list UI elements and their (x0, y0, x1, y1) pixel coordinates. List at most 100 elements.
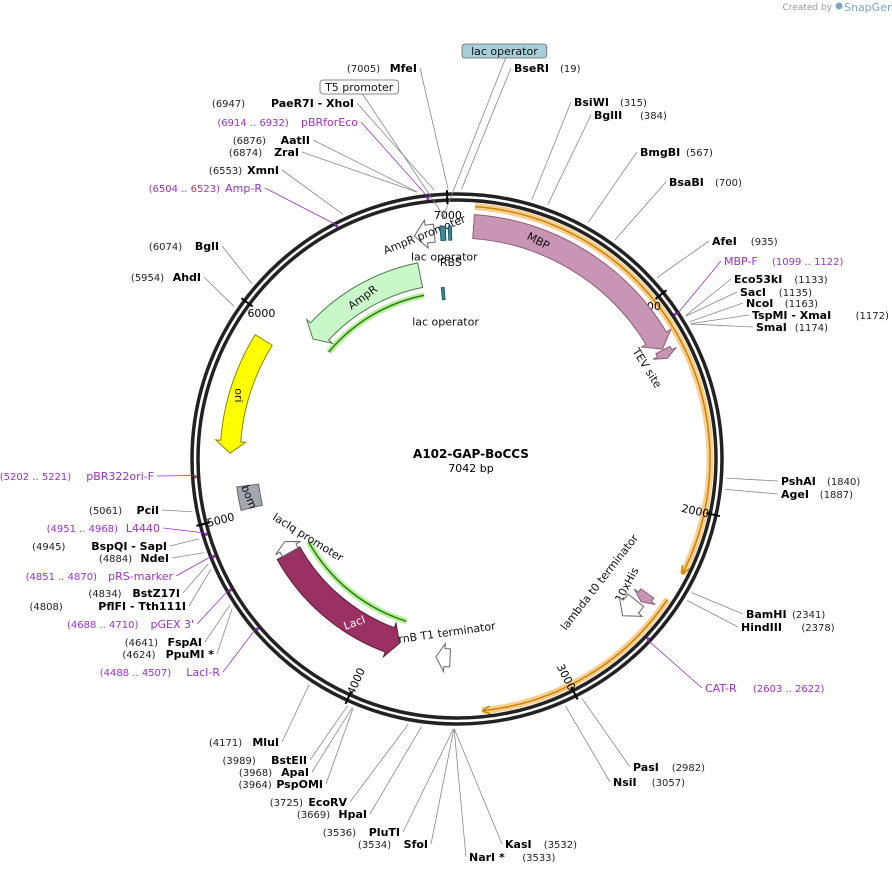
enzyme-site-left-17[interactable]: PspOMI(3964) (239, 778, 323, 791)
feature-his[interactable] (633, 588, 656, 606)
primer-leader-2 (360, 121, 430, 199)
enzyme-site-right-4[interactable]: BsaBI(700) (669, 176, 742, 189)
enzyme-site-right-7[interactable]: SacI(1135) (740, 286, 812, 299)
primer-name: LacI-R (186, 666, 220, 679)
feature-laciq[interactable] (275, 541, 301, 558)
enzyme-site-left-19[interactable]: HpaI(3669) (297, 808, 367, 821)
enzyme-site-left-11[interactable]: PflFI - Tth111I(4808) (30, 600, 186, 613)
enzyme-site-left-2[interactable]: AatII(6876) (233, 134, 310, 147)
feature-laci[interactable] (276, 546, 401, 659)
primer-7[interactable]: pGEX 3'(4688 .. 4710) (67, 618, 194, 631)
enzyme-site-left-12[interactable]: FspAI(4641) (125, 636, 202, 649)
enzyme-site-left-6[interactable]: AhdI(5954) (131, 271, 201, 284)
boxed-label-bg-1 (319, 79, 399, 95)
enzyme-site-right-1[interactable]: BsiWI(315) (574, 96, 647, 109)
enzyme-site-left-20[interactable]: PluTI(3536) (323, 826, 400, 839)
enzyme-site-right-16[interactable]: NsiI(3057) (613, 776, 685, 789)
enzyme-site-right-18[interactable]: NarI *(3533) (469, 851, 556, 864)
enzyme-site-right-6[interactable]: Eco53kI(1133) (734, 273, 828, 286)
feature-label-lacop1: lac operator (411, 250, 478, 263)
enzyme-name: EcoRV (308, 796, 347, 809)
primer-name: Amp-R (225, 182, 262, 195)
enzyme-site-left-10[interactable]: BstZ17I(4834) (88, 587, 180, 600)
enzyme-site-left-14[interactable]: MluI(4171) (209, 736, 279, 749)
primer-3[interactable]: Amp-R(6504 .. 6523) (149, 182, 263, 195)
enzyme-site-left-4[interactable]: XmnI(6553) (209, 164, 279, 177)
boxed-label-0[interactable]: lac operator (471, 45, 538, 58)
feature-lambda[interactable] (618, 593, 645, 617)
plasmid-name: A102-GAP-BoCCS (413, 447, 529, 461)
enzyme-position: (315) (620, 98, 647, 109)
enzyme-leader-right-6 (685, 278, 732, 316)
enzyme-site-left-3[interactable]: ZraI(6874) (229, 146, 299, 159)
enzyme-site-left-21[interactable]: SfoI(3534) (358, 838, 428, 851)
feature-label-ori: ori (232, 388, 245, 402)
feature-mbp[interactable] (472, 214, 672, 350)
enzyme-name: BglI (195, 240, 219, 253)
enzyme-site-left-16[interactable]: ApaI(3968) (239, 766, 309, 779)
feature-label-lacop2: lac operator (412, 315, 479, 328)
enzyme-site-right-13[interactable]: BamHI(2341) (746, 608, 825, 621)
primer-0[interactable]: MBP-F(1099 .. 1122) (724, 255, 844, 268)
enzyme-leader-right-11 (726, 477, 779, 482)
enzyme-name: Eco53kI (734, 273, 782, 286)
feature-bom[interactable] (236, 483, 264, 511)
enzyme-site-right-17[interactable]: KasI(3532) (505, 838, 577, 851)
primer-labels: MBP-F(1099 .. 1122) CAT-R(2603 .. 2622) pB… (0, 116, 844, 695)
feature-lacop1[interactable] (439, 225, 447, 242)
enzyme-site-right-9[interactable]: TspMI - XmaI(1172) (752, 309, 889, 322)
feature-ori[interactable] (214, 334, 273, 454)
feature-tev[interactable] (652, 345, 677, 360)
created-by-text: Created by (782, 3, 832, 13)
enzyme-site-left-5[interactable]: BglI(6074) (149, 240, 219, 253)
enzyme-site-right-8[interactable]: NcoI(1163) (746, 297, 818, 310)
feature-rbs[interactable] (447, 225, 453, 241)
enzyme-site-right-2[interactable]: BglII(384) (594, 109, 667, 122)
primer-name: CAT-R (705, 682, 737, 695)
plasmid-center-label: A102-GAP-BoCCS 7042 bp (413, 447, 529, 475)
enzyme-site-left-8[interactable]: BspQI - SapI(4945) (32, 540, 167, 553)
primer-1[interactable]: CAT-R(2603 .. 2622) (705, 682, 825, 695)
primer-5[interactable]: L4440(4951 .. 4968) (47, 522, 160, 535)
enzyme-site-right-0[interactable]: BseRI(19) (514, 62, 581, 75)
feature-ampr[interactable] (305, 262, 424, 345)
enzyme-site-left-9[interactable]: NdeI(4884) (99, 552, 169, 565)
enzyme-site-left-13[interactable]: PpuMI *(4624) (122, 648, 214, 661)
feature-rrnb[interactable] (435, 641, 451, 674)
primer-position: (4951 .. 4968) (47, 524, 119, 535)
enzyme-leader-left-16 (311, 707, 353, 773)
green-arc-core-0 (307, 541, 407, 622)
enzyme-name: BsaBI (669, 176, 704, 189)
enzyme-site-right-14[interactable]: HindIII(2378) (741, 621, 835, 634)
tick-label-6000: 6000 (247, 307, 275, 320)
enzyme-site-right-11[interactable]: PshAI(1840) (781, 475, 860, 488)
enzyme-leader-left-2 (312, 139, 418, 193)
enzyme-site-right-15[interactable]: PasI(2982) (633, 761, 705, 774)
enzyme-site-left-1[interactable]: PaeR7I - XhoI(6947) (212, 97, 354, 110)
primer-2[interactable]: pBRforEco(6914 .. 6932) (217, 116, 358, 129)
enzyme-leader-left-21 (430, 728, 455, 845)
enzyme-position: (2378) (801, 623, 834, 634)
primer-4[interactable]: pBR322ori-F(5202 .. 5221) (0, 470, 154, 483)
feature-amprp[interactable] (413, 218, 436, 250)
plasmid-length: 7042 bp (448, 462, 493, 475)
enzyme-site-right-12[interactable]: AgeI(1887) (781, 488, 853, 501)
enzyme-name: BmgBI (640, 146, 680, 159)
enzyme-site-left-7[interactable]: PciI(5061) (89, 504, 159, 517)
boxed-label-1[interactable]: T5 promoter (324, 81, 394, 94)
enzyme-site-right-5[interactable]: AfeI(935) (712, 235, 778, 248)
primer-6[interactable]: pRS-marker(4851 .. 4870) (26, 570, 174, 583)
enzyme-name: PpuMI * (166, 648, 215, 661)
enzyme-position: (1887) (820, 490, 853, 501)
primer-8[interactable]: LacI-R(4488 .. 4507) (100, 666, 221, 679)
boxed-label-bg-0 (461, 43, 548, 59)
enzyme-site-right-3[interactable]: BmgBI(567) (640, 146, 713, 159)
enzyme-name: NarI * (469, 851, 505, 864)
enzyme-name: SacI (740, 286, 766, 299)
enzyme-name: KasI (505, 838, 532, 851)
enzyme-site-left-0[interactable]: MfeI(7005) (347, 62, 417, 75)
feature-lacop2[interactable] (440, 286, 446, 301)
enzyme-site-right-10[interactable]: SmaI(1174) (756, 321, 828, 334)
enzyme-site-left-15[interactable]: BstEII(3989) (223, 754, 307, 767)
enzyme-site-left-18[interactable]: EcoRV(3725) (270, 796, 348, 809)
